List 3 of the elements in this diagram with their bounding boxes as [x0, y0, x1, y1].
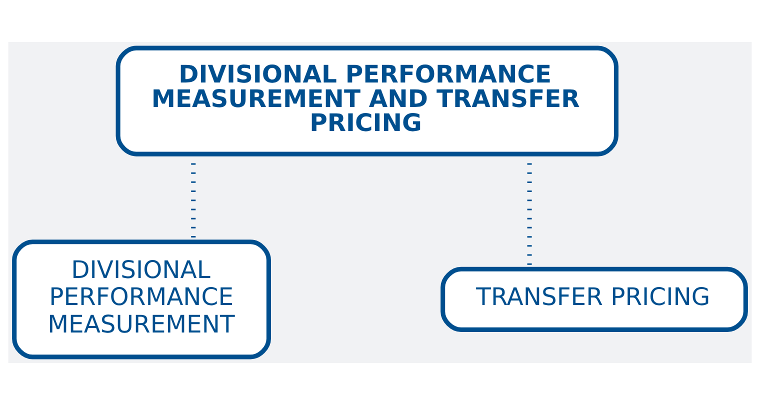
node-box: DIVISIONAL PERFORMANCE MEASUREMENT — [12, 240, 271, 360]
node-box: DIVISIONAL PERFORMANCE MEASUREMENT AND TRANSFER PRICING — [116, 46, 618, 156]
node-box: TRANSFER PRICING — [440, 266, 748, 332]
